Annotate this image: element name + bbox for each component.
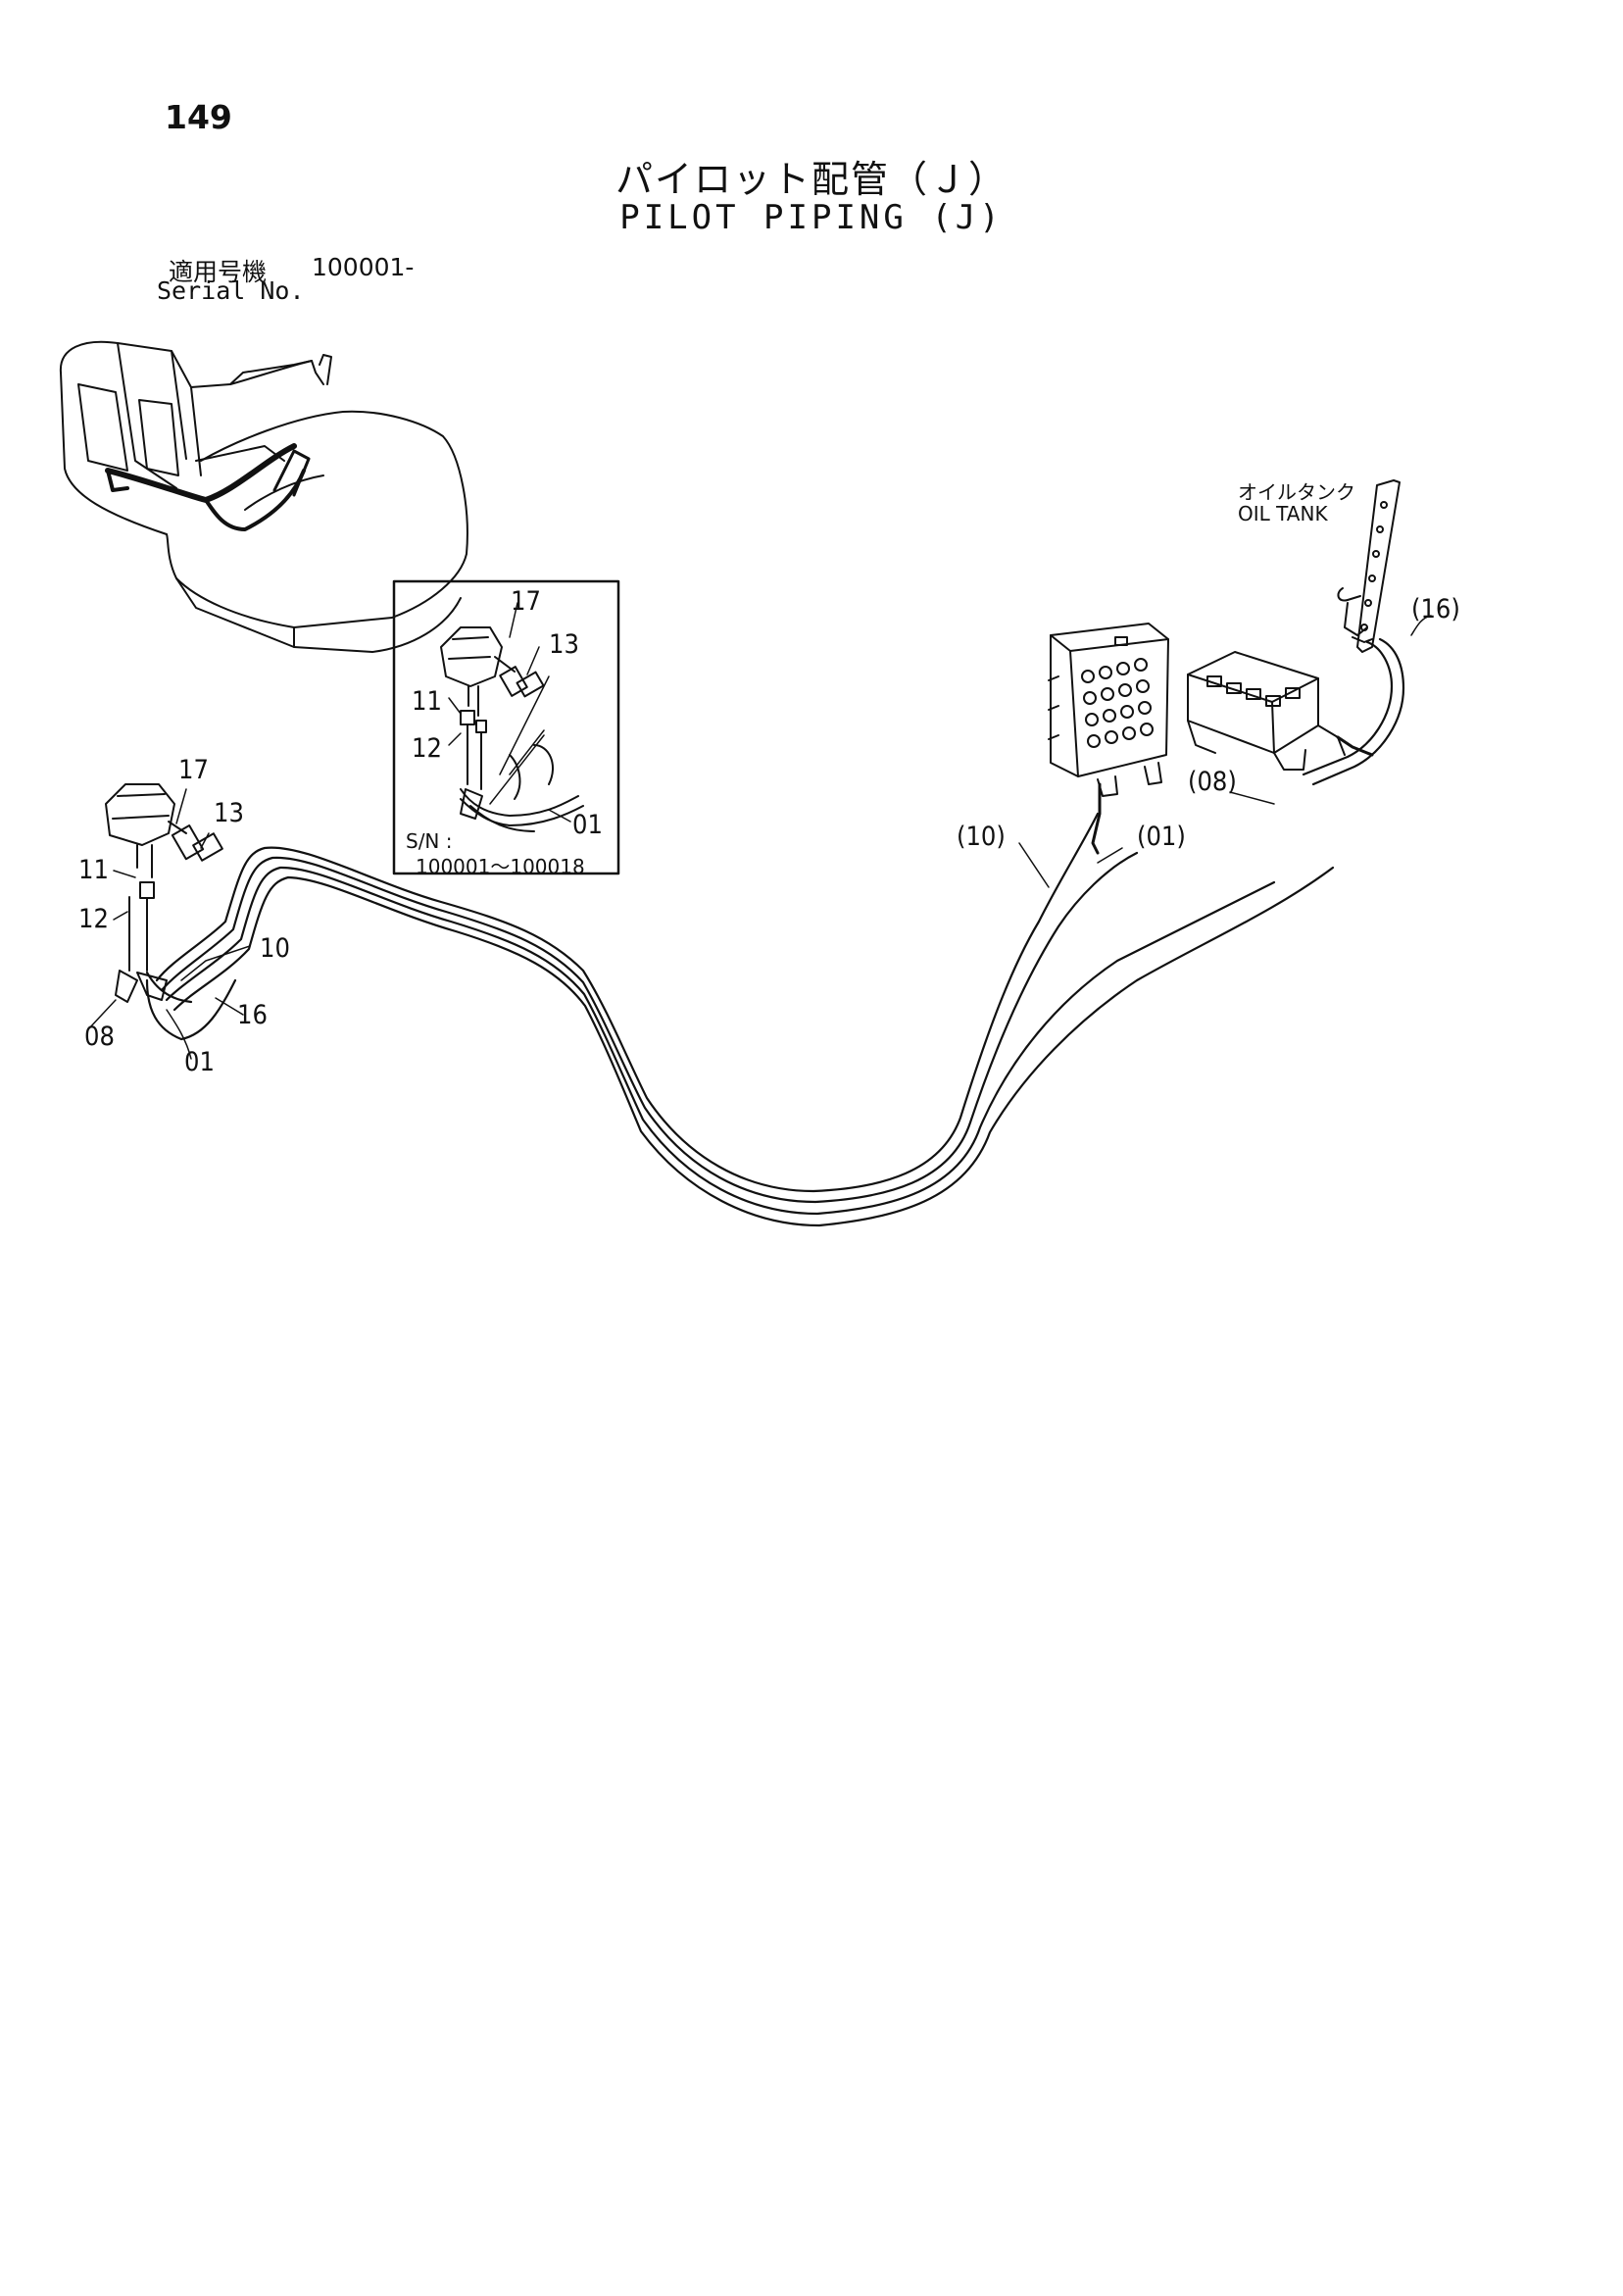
callout-01: 01	[184, 1047, 215, 1077]
inset-detail-box	[392, 579, 620, 875]
oil-tank-label-japanese: オイルタンク	[1238, 480, 1355, 504]
inset-callout-11: 11	[412, 686, 442, 717]
serial-number-value: 100001-	[312, 253, 415, 281]
serial-label-japanese: 適用号機	[169, 258, 268, 286]
callout-08-right: (08)	[1188, 767, 1237, 797]
callout-leaders	[87, 615, 1432, 1060]
excavator-overview-sketch	[59, 340, 468, 653]
callout-08: 08	[84, 1022, 115, 1052]
callout-01-right: (01)	[1137, 822, 1186, 852]
left-pump-assembly	[105, 783, 223, 1003]
page-title-japanese: パイロット配管（Ｊ）	[615, 158, 1008, 201]
inset-callout-12: 12	[412, 733, 442, 764]
main-hose-bundle	[145, 812, 1335, 1227]
callout-17: 17	[178, 755, 209, 785]
inset-sn-range: 100001～100018	[416, 855, 585, 878]
inset-sn-label: S/N :	[406, 829, 453, 853]
page-number: 149	[165, 98, 232, 136]
callout-10-right: (10)	[957, 822, 1006, 852]
control-valve-block	[1187, 651, 1374, 771]
tank-return-hose	[1302, 637, 1405, 786]
callout-16: 16	[237, 1000, 268, 1030]
page-title-english: PILOT PIPING (J)	[619, 198, 1004, 237]
inset-callout-13: 13	[549, 629, 579, 660]
callout-16-right: (16)	[1411, 594, 1460, 624]
callout-11: 11	[78, 855, 109, 885]
inset-callout-01: 01	[572, 810, 603, 840]
callout-10: 10	[260, 933, 290, 964]
callout-13: 13	[214, 798, 244, 828]
pilot-valve-block	[1048, 623, 1169, 855]
oil-tank-label-english: OIL TANK	[1238, 502, 1328, 525]
oil-tank-plate	[1337, 479, 1401, 653]
serial-label-english: Serial No.	[157, 276, 305, 305]
inset-callout-17: 17	[511, 586, 541, 617]
callout-12: 12	[78, 904, 109, 934]
